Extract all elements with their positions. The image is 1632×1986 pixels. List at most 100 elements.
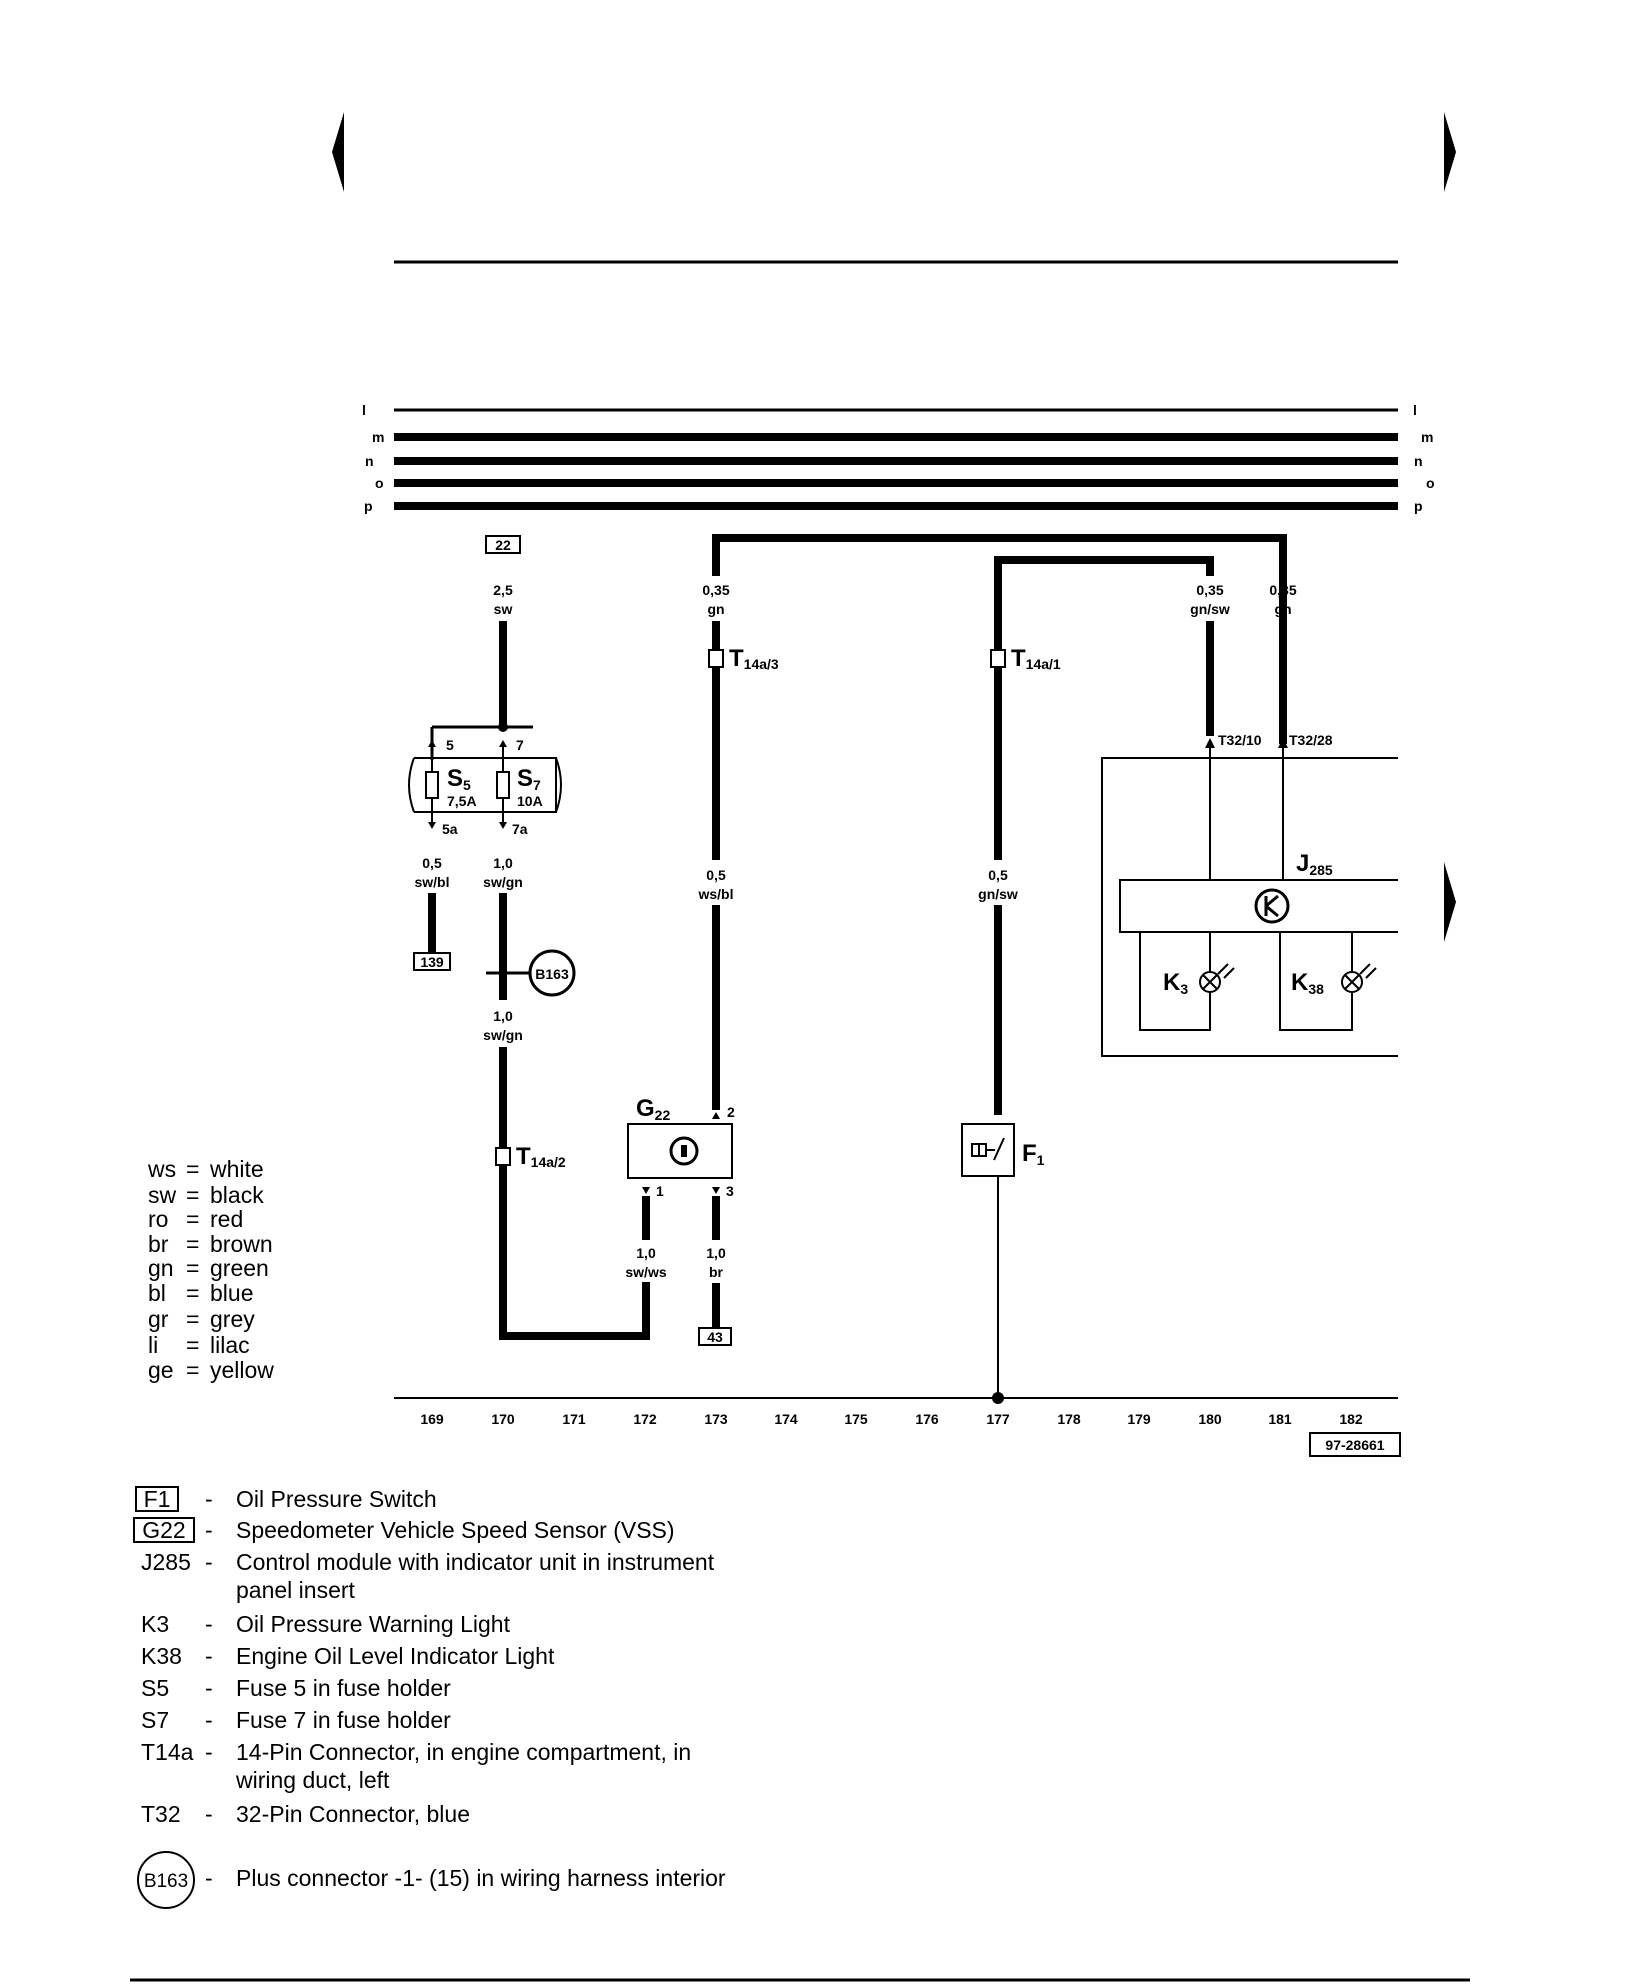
track-170: 170 xyxy=(491,1411,515,1427)
track-178: 178 xyxy=(1057,1411,1081,1427)
legend-desc-s5: Fuse 5 in fuse holder xyxy=(236,1675,451,1701)
legend-code-j285: J285 xyxy=(141,1549,191,1575)
k3-main: K xyxy=(1163,969,1181,996)
t14a2-sub: 14a/2 xyxy=(531,1154,566,1170)
next-page-arrow-icon[interactable] xyxy=(1444,112,1456,192)
wire-172-low-color: sw/ws xyxy=(625,1264,666,1280)
wire-170-top-size: 2,5 xyxy=(493,582,513,598)
svg-text:=: = xyxy=(186,1231,199,1257)
legend-desc-t32: 32-Pin Connector, blue xyxy=(236,1801,470,1827)
wire-169-size: 0,5 xyxy=(422,855,442,871)
t14a1-main: T xyxy=(1011,645,1026,672)
wire-177-mid-color: gn/sw xyxy=(978,886,1018,902)
j285-sub: 285 xyxy=(1309,862,1333,878)
svg-text:-: - xyxy=(205,1549,213,1575)
wire-180-top-color: gn/sw xyxy=(1190,601,1230,617)
wire-181-top-size: 0,35 xyxy=(1269,582,1296,598)
instrument-cluster-outline xyxy=(1101,757,1398,1057)
track-174: 174 xyxy=(774,1411,798,1427)
k38-sub: 38 xyxy=(1308,981,1324,997)
pin-arrow-t32-28 xyxy=(1278,738,1288,748)
t14a3-symbol xyxy=(708,649,724,668)
track-182: 182 xyxy=(1339,1411,1363,1427)
legend-desc-s7: Fuse 7 in fuse holder xyxy=(236,1707,451,1733)
color-name-0: white xyxy=(209,1156,264,1182)
track-numbers: 169 170 171 172 173 174 175 176 177 178 … xyxy=(420,1411,1363,1427)
component-j285-label: J285 xyxy=(1296,850,1333,878)
wire-170-low-size: 1,0 xyxy=(493,1008,513,1024)
svg-text:=: = xyxy=(186,1332,199,1358)
wire-170-low-color: sw/gn xyxy=(483,1027,523,1043)
color-name-1: black xyxy=(210,1182,264,1208)
s7-main: S xyxy=(517,765,533,792)
f1-sub: 1 xyxy=(1037,1152,1045,1168)
legend-code-t32: T32 xyxy=(141,1801,181,1827)
continue-page-arrow-icon[interactable] xyxy=(1444,862,1456,942)
j285-transistor-icon xyxy=(1254,888,1290,924)
legend-code-b163: B163 xyxy=(144,1871,188,1892)
wire-173-mid-color: ws/bl xyxy=(697,886,733,902)
color-code-6: gr xyxy=(148,1306,169,1332)
wire-170-mid-color: sw/gn xyxy=(483,874,523,890)
legend-desc-t14a-cont: wiring duct, left xyxy=(235,1767,390,1793)
fuse-holder xyxy=(408,745,562,825)
bus-label-l-right: l xyxy=(1413,402,1417,418)
svg-text:-: - xyxy=(205,1643,213,1669)
pin-5-label: 5 xyxy=(446,737,454,753)
svg-text:-: - xyxy=(205,1739,213,1765)
j285-main: J xyxy=(1296,850,1309,877)
ref-box-43 xyxy=(698,1327,732,1346)
pin-5a-label: 5a xyxy=(442,821,458,837)
fuse-s5-symbol xyxy=(425,771,439,799)
svg-text:=: = xyxy=(186,1357,199,1383)
wire-169-color: sw/bl xyxy=(414,874,449,890)
pin-arrow-7a xyxy=(499,822,507,829)
wire-177-top xyxy=(994,556,1214,650)
k3-sub: 3 xyxy=(1180,981,1188,997)
track-173: 173 xyxy=(704,1411,728,1427)
bus-label-n-right: n xyxy=(1414,453,1423,469)
legend-desc-k38: Engine Oil Level Indicator Light xyxy=(236,1643,555,1669)
component-legend: F1 - Oil Pressure Switch G22 - Speedomet… xyxy=(133,1486,726,1909)
ref-22: 22 xyxy=(495,537,511,553)
color-legend: ws sw ro br gn bl gr li ge = = = = = = =… xyxy=(147,1156,274,1383)
svg-text:=: = xyxy=(186,1255,199,1281)
s5-main: S xyxy=(447,765,463,792)
bus-label-l-left: l xyxy=(362,402,366,418)
pin-arrow-t32-10 xyxy=(1205,738,1215,748)
track-171: 171 xyxy=(562,1411,586,1427)
previous-page-arrow-icon[interactable] xyxy=(332,112,344,192)
svg-text:=: = xyxy=(186,1156,199,1182)
wire-173-top-color: gn xyxy=(707,601,724,617)
legend-code-s7: S7 xyxy=(141,1707,169,1733)
t14a3-main: T xyxy=(729,645,744,672)
bus-label-m-left: m xyxy=(372,429,384,445)
bus-label-p-left: p xyxy=(364,498,373,514)
component-f1-label: F1 xyxy=(1022,1140,1045,1168)
fuse-s7-symbol xyxy=(496,771,510,799)
connector-t14a2-label: T14a/2 xyxy=(516,1143,566,1170)
legend-g22-box xyxy=(133,1517,195,1543)
wire-180-top-size: 0,35 xyxy=(1196,582,1223,598)
wire-181-top-color: gn xyxy=(1274,601,1291,617)
pin-7a-label: 7a xyxy=(512,821,528,837)
legend-code-k38: K38 xyxy=(141,1643,182,1669)
g22-pin-3-label: 3 xyxy=(726,1183,734,1199)
color-code-8: ge xyxy=(148,1357,174,1383)
component-s5-label: S5 xyxy=(447,765,471,793)
bus-label-o-right: o xyxy=(1426,475,1435,491)
diagram-id-box xyxy=(1309,1432,1401,1457)
svg-text:-: - xyxy=(205,1865,213,1891)
bus-label-m-right: m xyxy=(1421,429,1433,445)
bus-label-o-left: o xyxy=(375,475,384,491)
legend-desc-j285: Control module with indicator unit in in… xyxy=(236,1549,715,1575)
color-name-7: lilac xyxy=(210,1332,250,1358)
g22-main: G xyxy=(636,1095,655,1122)
color-code-0: ws xyxy=(147,1156,176,1182)
svg-text:-: - xyxy=(205,1675,213,1701)
g22-symbol-core xyxy=(681,1145,687,1157)
t14a2-symbol xyxy=(495,1147,511,1166)
bus-bars: l m n o p l m n o p xyxy=(362,402,1435,514)
svg-text:-: - xyxy=(205,1801,213,1827)
track-175: 175 xyxy=(844,1411,868,1427)
